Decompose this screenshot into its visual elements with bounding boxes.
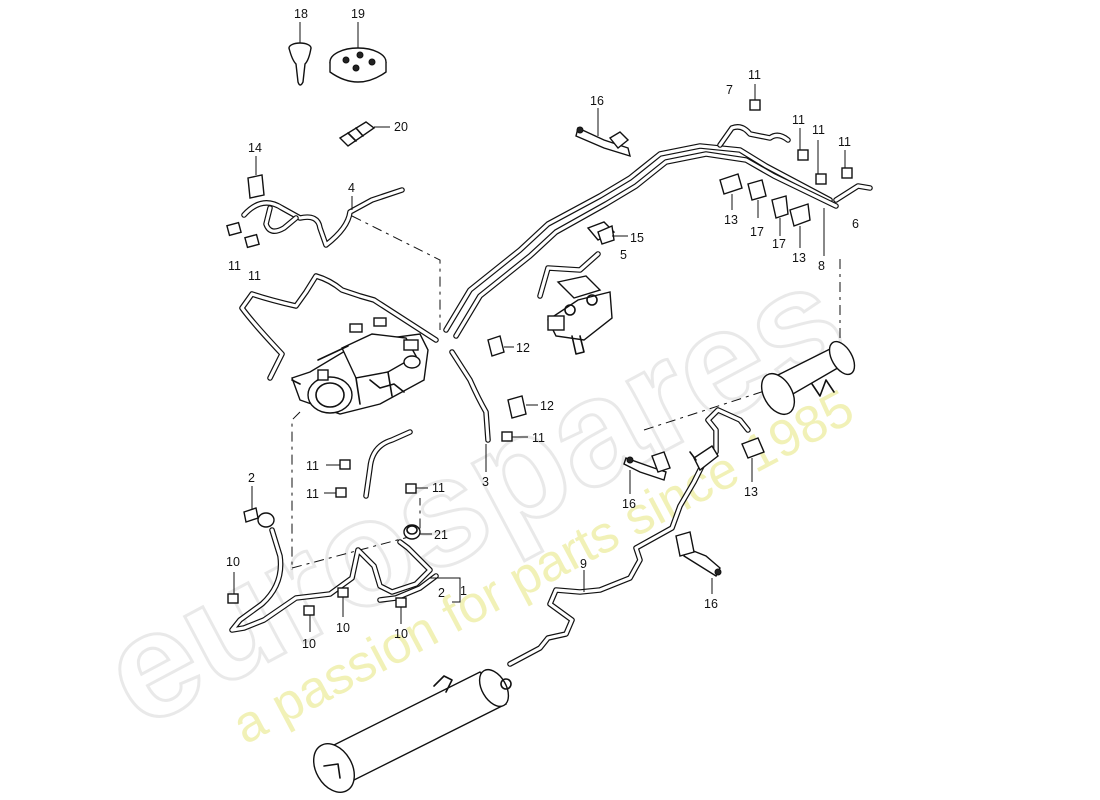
callout-3: 3 [482,475,489,489]
part-13-clips-top [719,173,811,248]
pipe-9 [507,407,751,667]
callout-14: 14 [248,141,262,155]
callout-10-c: 10 [336,621,350,635]
callout-13-a: 13 [724,213,738,227]
pipe-lower-left [363,429,413,499]
part-20-connector [338,121,390,147]
hose-lower-left [229,527,461,633]
callout-11-d: 11 [792,113,805,127]
part-16-bracket-low [675,531,722,594]
callout-2-a: 2 [248,471,255,485]
pipe-loop-left [239,273,439,381]
callout-18: 18 [294,7,308,21]
callout-19: 19 [351,7,365,21]
part-15-clip [586,221,628,245]
callout-9: 9 [580,557,587,571]
callout-15: 15 [630,231,644,245]
part-2-fitting [243,486,275,528]
callout-11-b: 11 [248,269,261,283]
callout-16-b: 16 [622,497,636,511]
pipe-3 [449,349,491,472]
callout-11-e: 11 [812,123,825,137]
part-13-clip-low [741,437,765,482]
part-17-clips [747,179,789,236]
part-19-valve-block [329,22,387,83]
part-12-clip-b [507,395,538,419]
part-21-ring [403,524,432,540]
callout-12-a: 12 [516,341,530,355]
air-reservoir-bottom [313,668,512,793]
valve-block-center [547,275,613,355]
part-14-clip [247,156,265,199]
callout-11-f: 11 [838,135,851,149]
callout-10-b: 10 [302,637,316,651]
callout-11-g: 11 [532,431,545,445]
callout-8: 8 [818,259,825,273]
pipe-bundle-5-7-8 [443,124,873,339]
callout-20: 20 [394,120,408,134]
callout-10-a: 10 [226,555,240,569]
callout-7: 7 [726,83,733,97]
pipe-4 [226,187,405,249]
callout-13-b: 13 [792,251,806,265]
callout-11-j: 11 [432,481,445,495]
callout-1: 1 [460,584,467,598]
part-16-bracket-top [575,108,631,158]
callout-12-b: 12 [540,399,554,413]
part-12-clip-a [487,335,514,357]
callout-10-d: 10 [394,627,408,641]
part-11-clips-middle [324,431,528,498]
callout-4: 4 [348,181,355,195]
callout-labels: 18 19 20 14 4 11 11 16 7 11 11 11 11 6 1… [226,7,859,651]
callout-6: 6 [852,217,859,231]
callout-11-h: 11 [306,459,319,473]
air-compressor-unit [291,317,429,415]
callout-17-b: 17 [772,237,786,251]
inline-filter [689,445,719,472]
part-16-bracket-mid [623,451,671,494]
callout-11-i: 11 [306,487,319,501]
part-10-clips [227,572,407,632]
callout-2-b: 2 [438,586,445,600]
callout-16-c: 16 [704,597,718,611]
part-18-grommet [288,22,312,86]
air-reservoir-right [760,340,856,415]
callout-21: 21 [434,528,448,542]
callout-16-a: 16 [590,94,604,108]
callout-5: 5 [620,248,627,262]
callout-11-c: 11 [748,68,761,82]
part-11-clips-top-right [749,84,853,185]
callout-13-c: 13 [744,485,758,499]
callout-11-a: 11 [228,259,241,273]
callout-17-a: 17 [750,225,764,239]
